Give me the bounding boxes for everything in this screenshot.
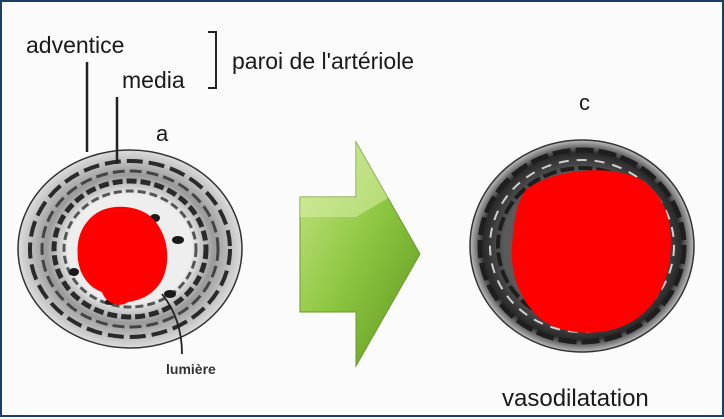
- nucleus: [164, 290, 176, 298]
- vasodilatation-label: vasodilatation: [502, 385, 649, 412]
- arteriole-c: [469, 139, 695, 353]
- arteriole-a-ring: [62, 189, 198, 309]
- arteriole-a-ring: [51, 178, 209, 320]
- arteriole-c-ring: [489, 159, 675, 333]
- lumen-label: lumière: [166, 361, 216, 377]
- label-c: c: [579, 90, 590, 115]
- label-a: a: [156, 121, 169, 146]
- arteriole-c-ring: [477, 147, 687, 345]
- nucleus: [172, 236, 184, 244]
- label-leaders: [85, 31, 217, 355]
- arteriole-a-ring: [28, 159, 232, 339]
- arteriole-c-lumen: [511, 170, 671, 333]
- arteriole-a-lumen: [77, 206, 168, 305]
- media-label: media: [122, 67, 185, 93]
- adventice-label: adventice: [26, 32, 124, 58]
- nucleus: [69, 268, 79, 276]
- right-arrow-icon: [299, 140, 421, 368]
- wall-label: paroi de l'artériole: [232, 48, 414, 74]
- arteriole-a-ring: [40, 169, 220, 329]
- arteriole-a: [17, 149, 243, 349]
